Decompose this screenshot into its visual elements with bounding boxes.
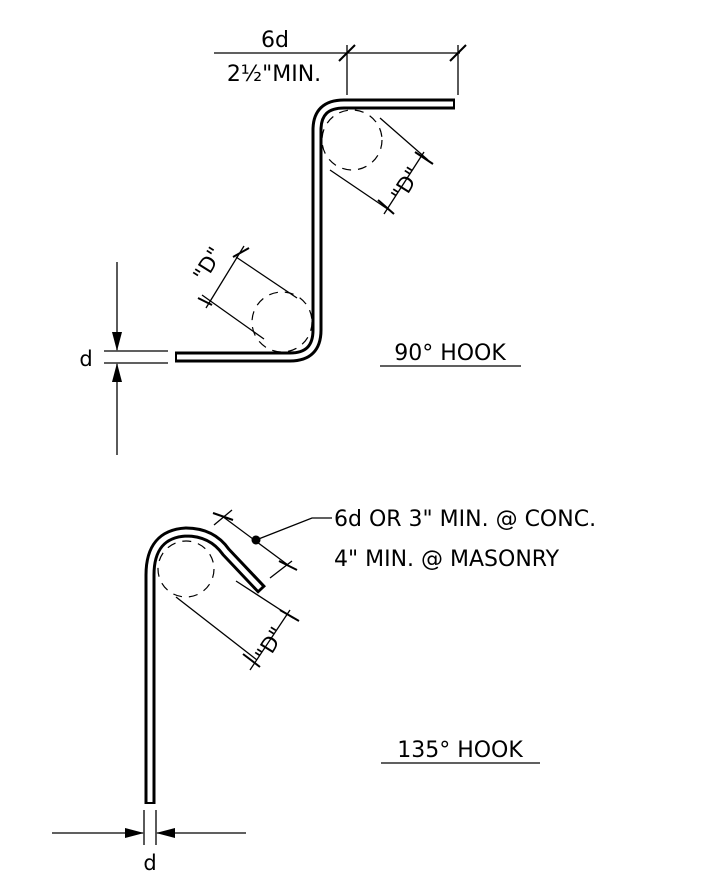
hook-90-d-label: d: [79, 347, 92, 371]
hook-90-upper-d-tick-2: [377, 199, 395, 215]
hook-90-lower-d-tick-1: [232, 247, 250, 258]
hook-90-lower-bend-circle: [251, 291, 313, 353]
hook-90-ext-top-label: 6d: [261, 28, 289, 53]
hook-135-note-line-1: 6d OR 3" MIN. @ CONC.: [334, 507, 596, 532]
hook-90-title: 90° HOOK: [394, 341, 506, 366]
hook-90-lower-d-ext-2: [201, 294, 265, 340]
hook-135-d-arrow-left: [125, 828, 144, 838]
hook-90-upper-d-ext-2: [329, 169, 393, 213]
hook-135-d-tick-2: [242, 653, 261, 668]
hook-90-detail: 6d 2½"MIN. "D" "D" d 90° HOOK: [79, 28, 521, 455]
hook-90-upper-bend-circle: [321, 109, 383, 171]
hook-90-d-arrow-bottom: [112, 363, 122, 382]
hook-90-ext-tick-2: [449, 44, 467, 62]
hook-90-upper-d-ext-1: [379, 117, 429, 161]
hook-135-detail: 6d OR 3" MIN. @ CONC. 4" MIN. @ MASONRY …: [52, 507, 596, 875]
hook-135-d-label-bar: d: [143, 851, 156, 875]
hook-135-d-tick-1: [279, 609, 300, 622]
hook-90-lower-d-ext-1: [235, 256, 298, 299]
hook-135-bar-core: [147, 529, 262, 802]
hook-90-upper-d-tick-1: [414, 151, 434, 165]
hook-135-note-line-2: 4" MIN. @ MASONRY: [334, 547, 560, 572]
hook-90-upper-d-label: "D": [386, 163, 425, 206]
hook-135-ext-tick-1: [212, 512, 234, 521]
hook-90-ext-tick-1: [338, 44, 356, 62]
hook-135-ext-ext-2: [269, 560, 293, 579]
hook-90-lower-d-label: "D": [188, 243, 227, 286]
hook-90-ext-bottom-label: 2½"MIN.: [227, 62, 321, 87]
hook-135-title: 135° HOOK: [397, 738, 523, 763]
hook-90-d-arrow-top: [112, 332, 122, 351]
hook-135-leader-line: [255, 517, 332, 541]
hook-135-d-arrow-right: [156, 828, 175, 838]
hook-135-d-dim-line: [249, 609, 291, 671]
hook-90-lower-d-dim-line: [205, 245, 245, 309]
hook-135-bend-circle: [157, 540, 215, 598]
hook-135-ext-tick-2: [278, 560, 298, 571]
hook-90-bar-core: [177, 101, 453, 360]
hook-90-upper-d-dim-line: [383, 151, 425, 215]
hook-90-lower-d-tick-2: [197, 297, 213, 306]
hook-135-d-ext-2: [175, 596, 258, 661]
